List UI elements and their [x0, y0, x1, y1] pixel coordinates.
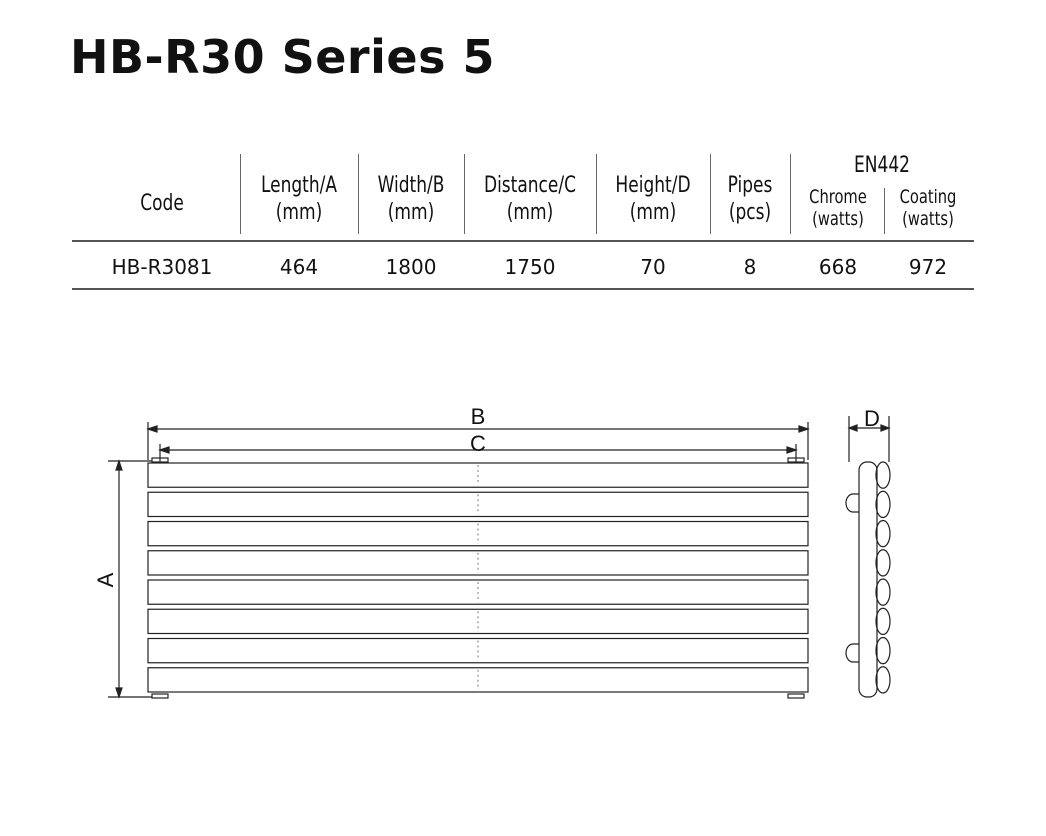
mounting-tab: [787, 693, 805, 699]
header-coating-label: Coating: [899, 186, 957, 208]
header-code: Code: [119, 190, 205, 217]
label-b: B: [471, 404, 486, 429]
header-pipes: Pipes (pcs): [716, 172, 785, 226]
side-pipe: [875, 549, 891, 577]
cell-width: 1800: [385, 255, 437, 279]
header-length-label: Length/A: [260, 173, 338, 198]
header-separator: [358, 154, 359, 234]
header-en442: EN442: [803, 152, 961, 179]
header-width: Width/B (mm): [365, 172, 456, 226]
front-view: [147, 457, 809, 699]
cell-height: 70: [640, 255, 666, 279]
header-distance-label: Distance/C: [483, 173, 577, 198]
mounting-tab: [151, 457, 169, 463]
header-distance: Distance/C (mm): [473, 172, 587, 226]
dim-a-arrows: [115, 459, 123, 699]
header-separator: [240, 154, 241, 234]
table-bottom-rule: [72, 288, 974, 290]
header-chrome-label: Chrome: [809, 186, 867, 208]
header-separator: [884, 188, 885, 234]
header-length-unit: (mm): [275, 200, 323, 225]
header-pipes-label: Pipes: [727, 173, 773, 198]
header-pipes-unit: (pcs): [728, 200, 772, 225]
header-coating-unit: (watts): [902, 208, 954, 230]
cell-coating: 972: [908, 255, 948, 279]
header-rule: [72, 240, 974, 242]
header-height-unit: (mm): [629, 200, 677, 225]
side-pipe: [875, 578, 891, 606]
front-pipe: [147, 491, 809, 518]
header-height-label: Height/D: [615, 173, 691, 198]
side-pipe: [875, 519, 891, 548]
header-separator: [710, 154, 711, 234]
front-pipe: [147, 550, 809, 576]
front-pipe: [147, 608, 809, 635]
side-pipe: [875, 461, 891, 489]
front-pipe: [147, 520, 809, 547]
header-separator: [790, 154, 791, 234]
side-pipe: [875, 636, 891, 665]
dim-d-arrows: [847, 424, 891, 432]
cell-chrome: 668: [818, 255, 858, 279]
header-distance-unit: (mm): [506, 200, 554, 225]
header-length: Length/A (mm): [248, 172, 349, 226]
header-width-label: Width/B: [377, 173, 445, 198]
mounting-tab: [151, 693, 169, 699]
side-pipe: [875, 607, 891, 636]
mounting-tab: [787, 457, 805, 463]
front-pipe: [147, 667, 809, 693]
side-pipe: [875, 666, 891, 694]
page-title: HB-R30 Series 5: [70, 30, 495, 84]
side-bracket-bottom: [845, 643, 859, 663]
header-en442-label: EN442: [854, 153, 910, 178]
front-pipe: [147, 579, 809, 605]
header-separator: [464, 154, 465, 234]
side-manifold: [858, 461, 878, 698]
header-code-label: Code: [140, 191, 184, 216]
front-pipe: [147, 462, 809, 488]
cell-distance: 1750: [504, 255, 556, 279]
dim-c-arrows: [158, 446, 798, 454]
cell-code: HB-R3081: [111, 255, 213, 279]
header-width-unit: (mm): [387, 200, 435, 225]
dim-b-arrows: [146, 425, 810, 433]
label-a: A: [93, 572, 118, 587]
side-bracket-top: [845, 493, 859, 513]
header-chrome-unit: (watts): [812, 208, 864, 230]
front-pipe: [147, 637, 809, 664]
label-d: D: [864, 406, 880, 431]
label-c: C: [470, 431, 486, 456]
cell-length: 464: [279, 255, 319, 279]
spec-table: Code Length/A (mm) Width/B (mm) Distance…: [72, 152, 974, 292]
side-view: [845, 461, 891, 698]
header-height: Height/D (mm): [604, 172, 702, 226]
header-chrome: Chrome (watts): [800, 186, 876, 230]
cell-pipes: 8: [743, 255, 757, 279]
header-coating: Coating (watts): [890, 186, 966, 230]
side-pipe: [875, 490, 891, 519]
header-separator: [596, 154, 597, 234]
